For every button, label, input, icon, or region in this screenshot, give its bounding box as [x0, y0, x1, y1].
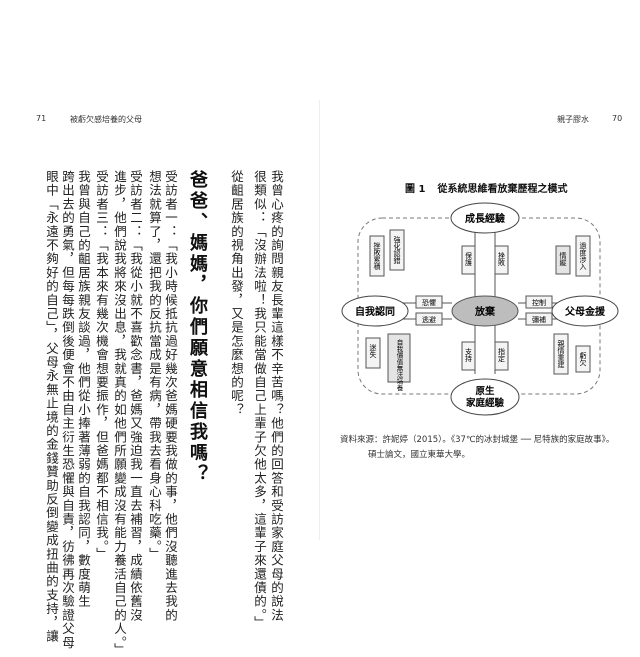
svg-text:保護: 保護: [465, 251, 473, 267]
label-rebuild: 親情重建: [553, 333, 569, 375]
svg-text:迷失: 迷失: [369, 343, 377, 359]
source-line-1: 資料來源：許妮婷（2015）。《37℃的冰封城堡 ── 尼特族的家庭故事》。: [340, 435, 615, 445]
label-blame: 指定: [494, 341, 509, 371]
label-protect: 保護: [461, 245, 476, 275]
label-over-involve: 過度涉入: [575, 235, 591, 277]
page-spine: [319, 100, 320, 540]
svg-text:支持: 支持: [465, 347, 473, 363]
label-fear: 恐懼: [415, 295, 443, 309]
svg-text:成長經驗: 成長經驗: [465, 212, 505, 225]
svg-text:自我認同: 自我認同: [355, 305, 395, 318]
text-column: 受訪者二：「我從小就不喜歡念書，爸媽又強迫我一直去補習，成績依舊沒: [128, 170, 143, 623]
node-family-origin: 原生 家庭經驗: [450, 378, 520, 416]
svg-text:指定: 指定: [498, 347, 506, 363]
left-page-number: 71: [36, 114, 47, 123]
label-setback: 挫敗: [494, 245, 509, 275]
svg-text:父母金援: 父母金援: [564, 305, 606, 318]
svg-text:情縱: 情縱: [559, 251, 567, 267]
text-column: 我曾心疼的詢問親友長輩這樣不辛苦嗎？他們的回答和受訪家庭父母的說法: [269, 170, 284, 623]
left-running-title: 被虧欠感培養的父母: [70, 115, 142, 124]
svg-text:強化認錯: 強化認錯: [393, 236, 401, 265]
svg-text:放棄: 放棄: [474, 305, 496, 318]
right-running-title: 親子膠水: [557, 115, 589, 124]
text-column: 我曾與自己的齟居族親友談過，他們從小捧著薄弱的自我認同，數度萌生: [76, 170, 91, 609]
figure-title: 圖 1 從系統思維看放棄歷程之模式: [405, 180, 567, 195]
text-column: 眼中「永遠不夠好的自己」，父母永無止境的金錢贊助反倒變成扭曲的支持，讓: [44, 170, 59, 644]
text-column: 受訪者三：「我本來有幾次機會想要振作，但爸媽都不相信我。」: [94, 170, 109, 562]
node-growth: 成長經驗: [450, 202, 520, 234]
label-strengthen: 強化認錯: [389, 229, 405, 271]
node-give-up: 放棄: [451, 295, 519, 327]
node-self-identity: 自我認同: [341, 295, 409, 327]
section-heading: 爸爸、媽媽，你們願意相信我嗎？: [187, 170, 208, 485]
label-control: 控制: [525, 295, 553, 309]
text-column: 很類似：「沒辦法啦！我只能當做自己上輩子欠他太多，這輩子來還債的。」: [252, 170, 267, 630]
label-self-value: 自我價值無法培養: [387, 333, 411, 393]
svg-text:逃避: 逃避: [422, 315, 436, 324]
text-column: 進步，他們說我將來沒出息，我就真的如他們所願變成沒有能力養活自己的人。」: [112, 170, 127, 657]
svg-text:挫敗: 挫敗: [498, 251, 506, 267]
label-make-up: 彌補: [525, 312, 553, 326]
node-parent-support: 父母金援: [551, 295, 619, 327]
process-diagram: 成長經驗 自我認同 放棄 父母金援 原生 家庭經驗 挫敗累積 強化認錯 保護 挫…: [341, 202, 619, 416]
source-line-2: 碩士論文，國立東華大學。: [368, 450, 471, 460]
label-escape: 逃避: [415, 312, 443, 326]
label-setback-accumulate: 挫敗累積: [369, 235, 385, 277]
text-column: 跨出去的勇氣，但每每跌倒後便會不由自主衍生恐懼與自責，彷彿再次驗證父母: [60, 170, 75, 650]
text-column: 從齟居族的視角出發，又是怎麼想的呢？: [229, 170, 244, 417]
text-column: 想法就算了，還把我的反抗當成是有病，帶我去看身心科吃藥。」: [147, 170, 162, 562]
svg-text:原生: 原生: [475, 385, 495, 397]
label-owe: 虧欠: [575, 345, 591, 373]
svg-text:虧欠: 虧欠: [579, 351, 587, 367]
label-lost: 迷失: [365, 337, 381, 369]
svg-text:恐懼: 恐懼: [422, 298, 436, 307]
svg-text:挫敗累積: 挫敗累積: [373, 241, 381, 271]
text-column: 受訪者一：「我小時候抵抗過好幾次爸媽硬要我做的事，他們沒聽進去我的: [163, 170, 178, 623]
label-indulge: 情縱: [555, 245, 571, 275]
svg-text:親情重建: 親情重建: [557, 339, 565, 369]
svg-text:過度涉入: 過度涉入: [579, 241, 587, 270]
svg-text:自我價值無法培養: 自我價值無法培養: [395, 338, 403, 393]
svg-text:控制: 控制: [532, 298, 546, 307]
figure-source: 資料來源：許妮婷（2015）。《37℃的冰封城堡 ── 尼特族的家庭故事》。 碩…: [340, 433, 614, 463]
svg-text:家庭經驗: 家庭經驗: [466, 397, 505, 409]
label-support: 支持: [461, 341, 476, 371]
right-page-number: 70: [612, 114, 623, 123]
figure-number: 圖 1: [405, 184, 426, 195]
figure-caption: 從系統思維看放棄歷程之模式: [437, 184, 568, 195]
svg-text:彌補: 彌補: [532, 315, 546, 324]
